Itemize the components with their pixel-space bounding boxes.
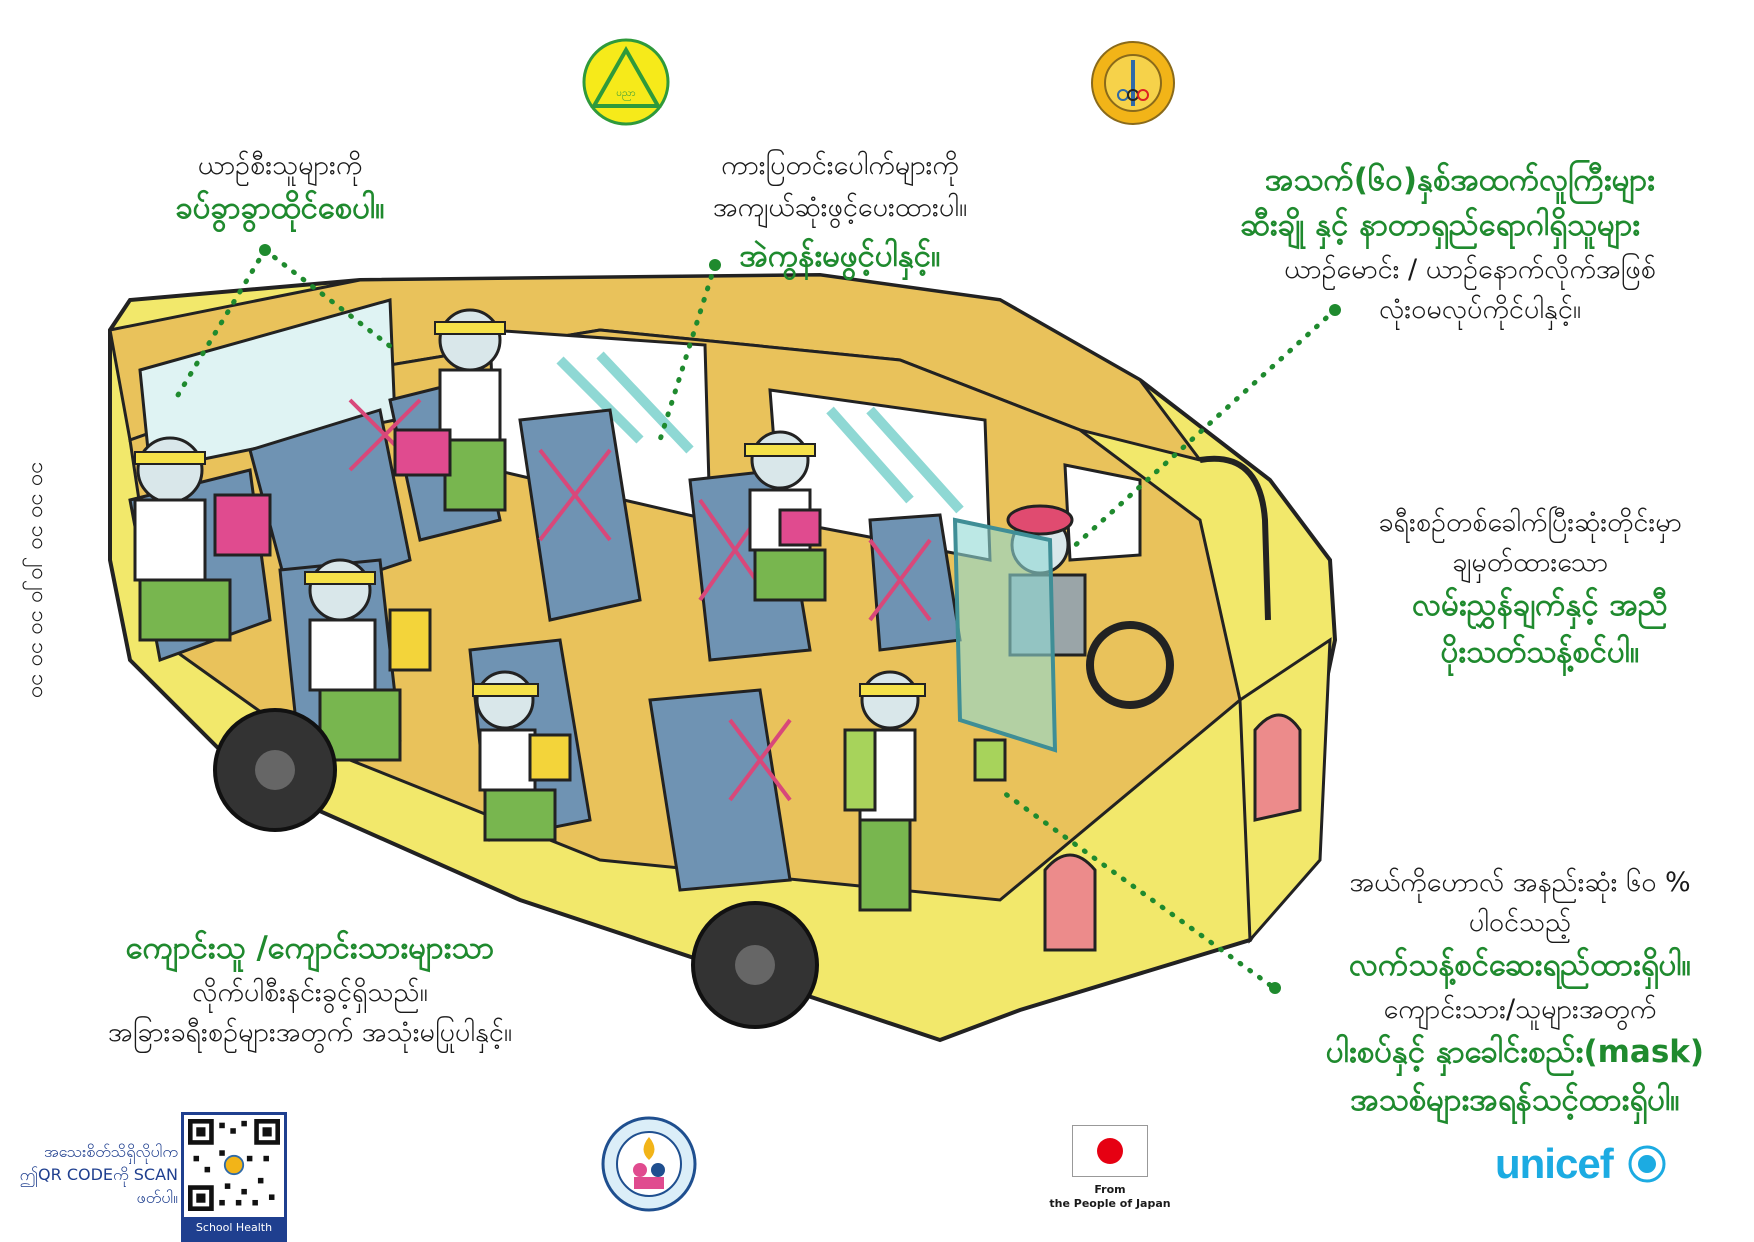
top-left-note-line1: ယာဉ်စီးသူများကို bbox=[197, 150, 363, 181]
top-right-note-line1: အသက်(၆၀)နှစ်အထက်လူကြီးများ bbox=[1265, 162, 1655, 198]
japan-line1: From bbox=[1094, 1183, 1126, 1196]
bottom-right-note-line1: အယ်ကိုဟောလ် အနည်းဆုံး ၆၀ % bbox=[1349, 867, 1691, 898]
top-right-note-line2: ဆီးချို နှင့် နာတာရှည်ရောဂါရှိသူများ bbox=[1239, 207, 1641, 243]
school-health-logo bbox=[601, 1116, 697, 1212]
qr-caption: School Health bbox=[184, 1217, 284, 1239]
ministry-health-logo bbox=[1091, 41, 1175, 125]
steering-wheel bbox=[1086, 621, 1174, 709]
top-mid-note-line2: အကျယ်ဆုံးဖွင့်ပေးထားပါ။ bbox=[712, 192, 968, 223]
unicef-globe-icon bbox=[1628, 1145, 1666, 1183]
bottom-right-note-line2: ပါဝင်သည့် bbox=[1468, 907, 1572, 938]
driver-shield bbox=[952, 517, 1058, 753]
bottom-right-note-line4: ကျောင်းသား/သူများအတွက် bbox=[1383, 994, 1657, 1025]
bottom-left-note-line2: လိုက်ပါစီးနင်းခွင့်ရှိသည်။ bbox=[192, 977, 428, 1008]
top-right-note-line4: လုံးဝမလုပ်ကိုင်ပါနှင့်။ bbox=[1378, 294, 1582, 325]
hand-sanitizer bbox=[973, 738, 1007, 782]
school-bags bbox=[213, 428, 877, 812]
bottom-right-note-line6: အသစ်များအရန်သင့်ထားရှိပါ။ bbox=[1350, 1082, 1680, 1118]
bottom-right-note-line5: ပါးစပ်နှင့် နှာခေါင်းစည်း(mask) bbox=[1325, 1034, 1705, 1070]
mid-right-note-line4: ပိုးသတ်သန့်စင်ပါ။ bbox=[1440, 634, 1640, 670]
mid-right-note-line1: ခရီးစဉ်တစ်ခေါက်ပြီးဆုံးတိုင်းမှာ bbox=[1378, 507, 1682, 538]
education-logo-text: ပညာ bbox=[616, 88, 635, 101]
side-vertical-text: ၁၀ ၁၀ ၁၀ ၂၀၂၀ ၁၀ ၁၀ ၁၀ bbox=[26, 461, 52, 699]
japan-flag-icon bbox=[1072, 1125, 1148, 1177]
unicef-logo: unicef bbox=[1495, 1140, 1667, 1188]
japan-caption: From the People of Japan bbox=[1040, 1183, 1180, 1212]
mid-right-note-line2: ချမှတ်ထားသော bbox=[1451, 547, 1609, 578]
face-shields bbox=[134, 321, 926, 697]
bottom-left-note-line3: အခြားခရီးစဉ်များအတွက် အသုံးမပြုပါနှင့်။ bbox=[107, 1017, 513, 1048]
unicef-wordmark: unicef bbox=[1495, 1140, 1614, 1187]
qr-prompt: အသေးစိတ်သိရှိလိုပါက ဤQR CODEကို SCAN ဖတ်… bbox=[19, 1142, 178, 1208]
driver-cap bbox=[1006, 504, 1074, 536]
japan-line2: the People of Japan bbox=[1049, 1197, 1171, 1211]
top-mid-note-line3: အဲကွန်းမဖွင့်ပါနှင့်။ bbox=[739, 238, 941, 274]
wheels bbox=[213, 708, 819, 1029]
bottom-right-note-line3: လက်သန့်စင်ဆေးရည်ထားရှိပါ။ bbox=[1348, 947, 1692, 983]
side-vertical-text-wrap: ၁၀ ၁၀ ၁၀ ၂၀၂၀ ၁၀ ၁၀ ၁၀ bbox=[18, 430, 58, 730]
headlight-bottom bbox=[1043, 853, 1097, 952]
mid-right-note-line3: လမ်းညွှန်ချက်နှင့် အညီ bbox=[1412, 587, 1668, 623]
qr-code[interactable]: School Health bbox=[181, 1112, 287, 1242]
education-logo: ပညာ bbox=[582, 38, 670, 126]
leader-lines bbox=[172, 247, 1338, 988]
mirror bbox=[1199, 455, 1271, 621]
headlight-top bbox=[1253, 713, 1302, 822]
qr-pattern bbox=[188, 1119, 280, 1211]
bottom-left-note-line1: ကျောင်းသူ /ကျောင်းသားများသာ bbox=[125, 930, 495, 966]
top-left-note-line2: ခပ်ခွာခွာထိုင်စေပါ။ bbox=[175, 190, 385, 226]
top-mid-note-line1: ကားပြတင်းပေါက်များကို bbox=[721, 150, 959, 181]
top-right-note-line3: ယာဉ်မောင်း / ယာဉ်နောက်လိုက်အဖြစ် bbox=[1284, 254, 1656, 285]
